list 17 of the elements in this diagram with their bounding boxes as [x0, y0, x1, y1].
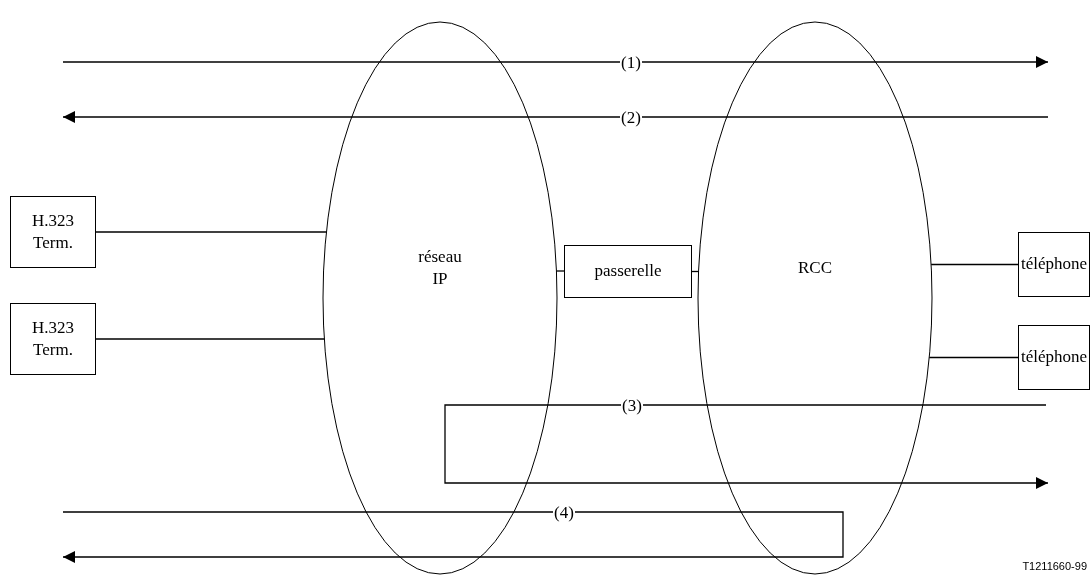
figure-number: T1211660-99: [1022, 560, 1087, 572]
gateway-box: passerelle: [564, 245, 692, 298]
connector-line: [930, 263, 1019, 266]
terminal-box: H.323 Term.: [10, 303, 96, 375]
network-label: RCC: [797, 256, 833, 279]
flow-number: (3): [621, 396, 643, 414]
flow-number: (4): [553, 503, 575, 521]
connector-line: [555, 270, 565, 272]
flow-number: (2): [620, 108, 642, 126]
connector-line: [95, 231, 328, 233]
telephone-box: téléphone: [1018, 325, 1090, 390]
flow-number: (1): [620, 53, 642, 71]
network-label: réseau IP: [417, 245, 463, 290]
connector-line: [95, 338, 325, 340]
terminal-box: H.323 Term.: [10, 196, 96, 268]
telephone-box: téléphone: [1018, 232, 1090, 297]
connector-line: [928, 356, 1019, 359]
